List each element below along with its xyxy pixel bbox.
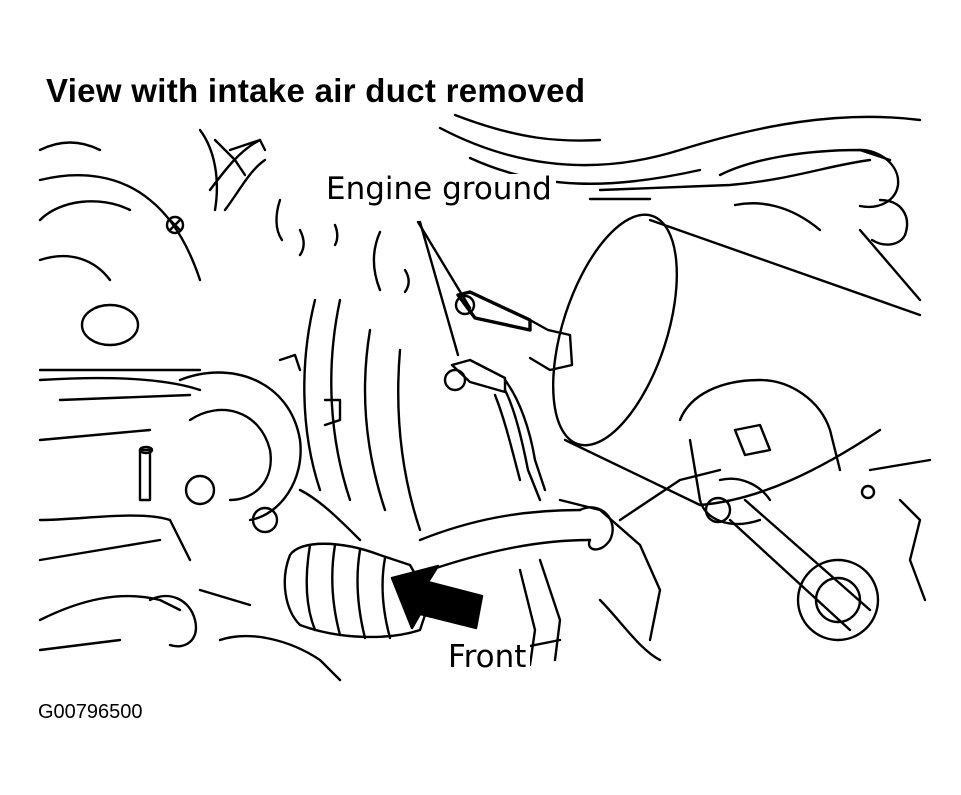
figure-title: View with intake air duct removed <box>46 72 586 109</box>
upper-hoses <box>438 113 922 302</box>
air-cleaner-housing <box>551 213 922 507</box>
front-label: Front <box>444 642 531 673</box>
throttle-body-area <box>38 128 302 652</box>
right-bracket <box>678 378 932 642</box>
figure-code: G00796500 <box>38 701 143 723</box>
engine-ground-straps <box>416 220 574 502</box>
lower-pipes <box>218 468 722 682</box>
engine-ground-label: Engine ground <box>322 174 556 205</box>
front-arrow-icon <box>390 564 484 630</box>
center-block <box>275 198 422 542</box>
